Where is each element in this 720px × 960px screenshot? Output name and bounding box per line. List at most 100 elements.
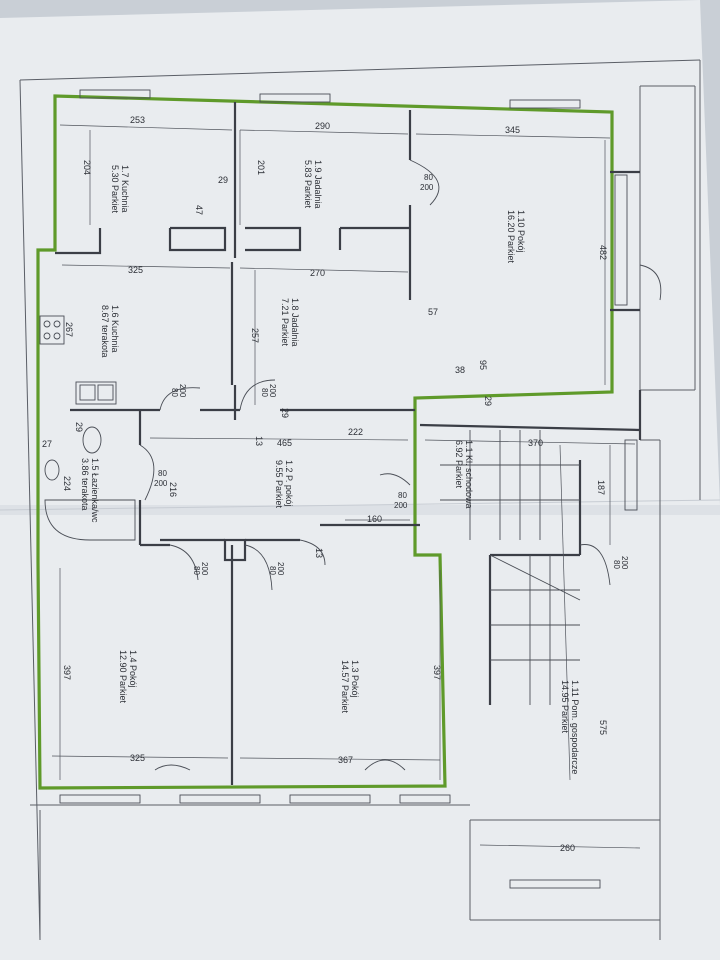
dim-575: 575 [598,720,608,735]
svg-text:80: 80 [170,388,179,397]
room-1-8-title: 1.8 Jadalnia [290,298,300,347]
drawing-frame [19,59,701,941]
room-label-1-1: 1.1 Kl. schodowa 6.92 Parkiet [454,440,474,509]
dim-57: 57 [428,307,438,317]
svg-text:80: 80 [424,173,433,182]
svg-text:200: 200 [178,384,187,398]
dim-13-a: 13 [254,436,264,446]
door-label-dining: 80 200 [260,384,277,398]
room-1-11-title: 1.11 Pom. gospodarcze [570,680,580,774]
dimension-labels: 253 290 345 204 201 29 47 325 270 482 57… [42,115,608,853]
dim-95: 95 [478,360,488,370]
dim-325-b: 325 [130,753,145,763]
dim-370: 370 [528,438,543,448]
room-1-2-title: 1.2 P. pokój [284,460,294,506]
paper-fold-shade [0,505,720,515]
door-label-bath: 80 200 [154,469,168,488]
svg-text:80: 80 [158,469,167,478]
paper-fold-line [0,499,720,511]
room-1-2-area: 9.55 Parkiet [274,460,284,509]
svg-text:80: 80 [260,388,269,397]
room-1-5-title: 1.5 Łazienka/wc [90,458,100,523]
svg-text:200: 200 [268,384,277,398]
dim-397-b: 397 [432,665,442,680]
svg-text:200: 200 [420,183,434,192]
staircase [440,430,581,705]
kitchen-sink [75,381,117,405]
dim-38: 38 [455,365,465,375]
room-1-6-title: 1.6 Kuchnia [110,305,120,353]
dim-345: 345 [505,125,520,135]
svg-text:200: 200 [620,556,629,570]
flat-outline [36,94,614,790]
room-label-1-4: 1.4 Pokój 12.90 Parkiet [118,650,138,704]
door-label-1-4: 80 200 [192,562,209,576]
room-1-9-title: 1.9 Jadalnia [313,160,323,209]
bath-fixtures [44,426,136,541]
dim-325-a: 325 [128,265,143,275]
kitchen-stove [39,315,65,345]
svg-text:80: 80 [612,560,621,569]
room-1-3-area: 14.57 Parkiet [340,660,350,714]
dim-216: 216 [168,482,178,497]
svg-text:200: 200 [394,501,408,510]
room-label-1-2: 1.2 P. pokój 9.55 Parkiet [274,460,294,509]
room-label-1-9: 1.9 Jadalnia 5.83 Parkiet [303,160,323,209]
room-label-1-7: 1.7 Kuchnia 5.30 Parkiet [110,165,130,214]
room-labels: 1.10 Pokój 16.20 Parkiet 1.9 Jadalnia 5.… [80,160,580,774]
room-1-4-area: 12.90 Parkiet [118,650,128,704]
dim-29-c: 29 [280,408,290,418]
svg-text:80: 80 [398,491,407,500]
dim-29-d: 29 [74,422,84,432]
dim-204: 204 [82,160,92,175]
room-1-5-area: 3.86 terakota [80,458,90,511]
dim-482: 482 [598,245,608,260]
dim-465: 465 [277,438,292,448]
room-label-1-11: 1.11 Pom. gospodarcze 14.95 Parkiet [560,680,580,774]
door-label-1-3: 80 200 [268,562,285,576]
dim-187: 187 [596,480,606,495]
room-label-1-8: 1.8 Jadalnia 7.21 Parkiet [280,298,300,347]
room-1-1-title: 1.1 Kl. schodowa [464,440,474,509]
dim-13-b: 13 [314,548,324,558]
room-1-11-area: 14.95 Parkiet [560,680,570,734]
dim-29-b: 29 [483,396,493,406]
svg-text:80: 80 [192,566,201,575]
svg-text:80: 80 [268,566,277,575]
door-label-1-10: 80 200 [420,173,434,192]
room-1-7-title: 1.7 Kuchnia [120,165,130,213]
dim-270: 270 [310,268,325,278]
dimension-lines [51,124,641,849]
dim-222: 222 [348,427,363,437]
room-1-6-area: 8.67 terakota [100,305,110,358]
room-label-1-10: 1.10 Pokój 16.20 Parkiet [506,210,526,264]
dim-397-a: 397 [62,665,72,680]
room-label-1-6: 1.6 Kuchnia 8.67 terakota [100,305,120,358]
room-1-7-area: 5.30 Parkiet [110,165,120,214]
dim-290: 290 [315,121,330,131]
dim-267: 267 [64,322,74,337]
room-1-1-area: 6.92 Parkiet [454,440,464,489]
dim-160: 160 [367,514,382,524]
svg-text:200: 200 [154,479,168,488]
door-label-1-11: 80 200 [612,556,629,570]
dim-224: 224 [62,476,72,491]
door-label-kitchen: 80 200 [170,384,187,398]
room-1-10-title: 1.10 Pokój [516,210,526,253]
door-swings [139,159,662,771]
svg-text:200: 200 [200,562,209,576]
door-labels: 80 200 80 200 80 200 80 200 80 200 80 20… [154,173,629,576]
dim-367: 367 [338,755,353,765]
windows [59,89,638,889]
dim-201: 201 [256,160,266,175]
room-1-8-area: 7.21 Parkiet [280,298,290,347]
dim-29-a: 29 [218,175,228,185]
room-1-9-area: 5.83 Parkiet [303,160,313,209]
interior-walls [55,102,642,785]
dim-253: 253 [130,115,145,125]
dim-27: 27 [42,439,52,449]
room-1-4-title: 1.4 Pokój [128,650,138,688]
dim-47: 47 [194,205,204,215]
